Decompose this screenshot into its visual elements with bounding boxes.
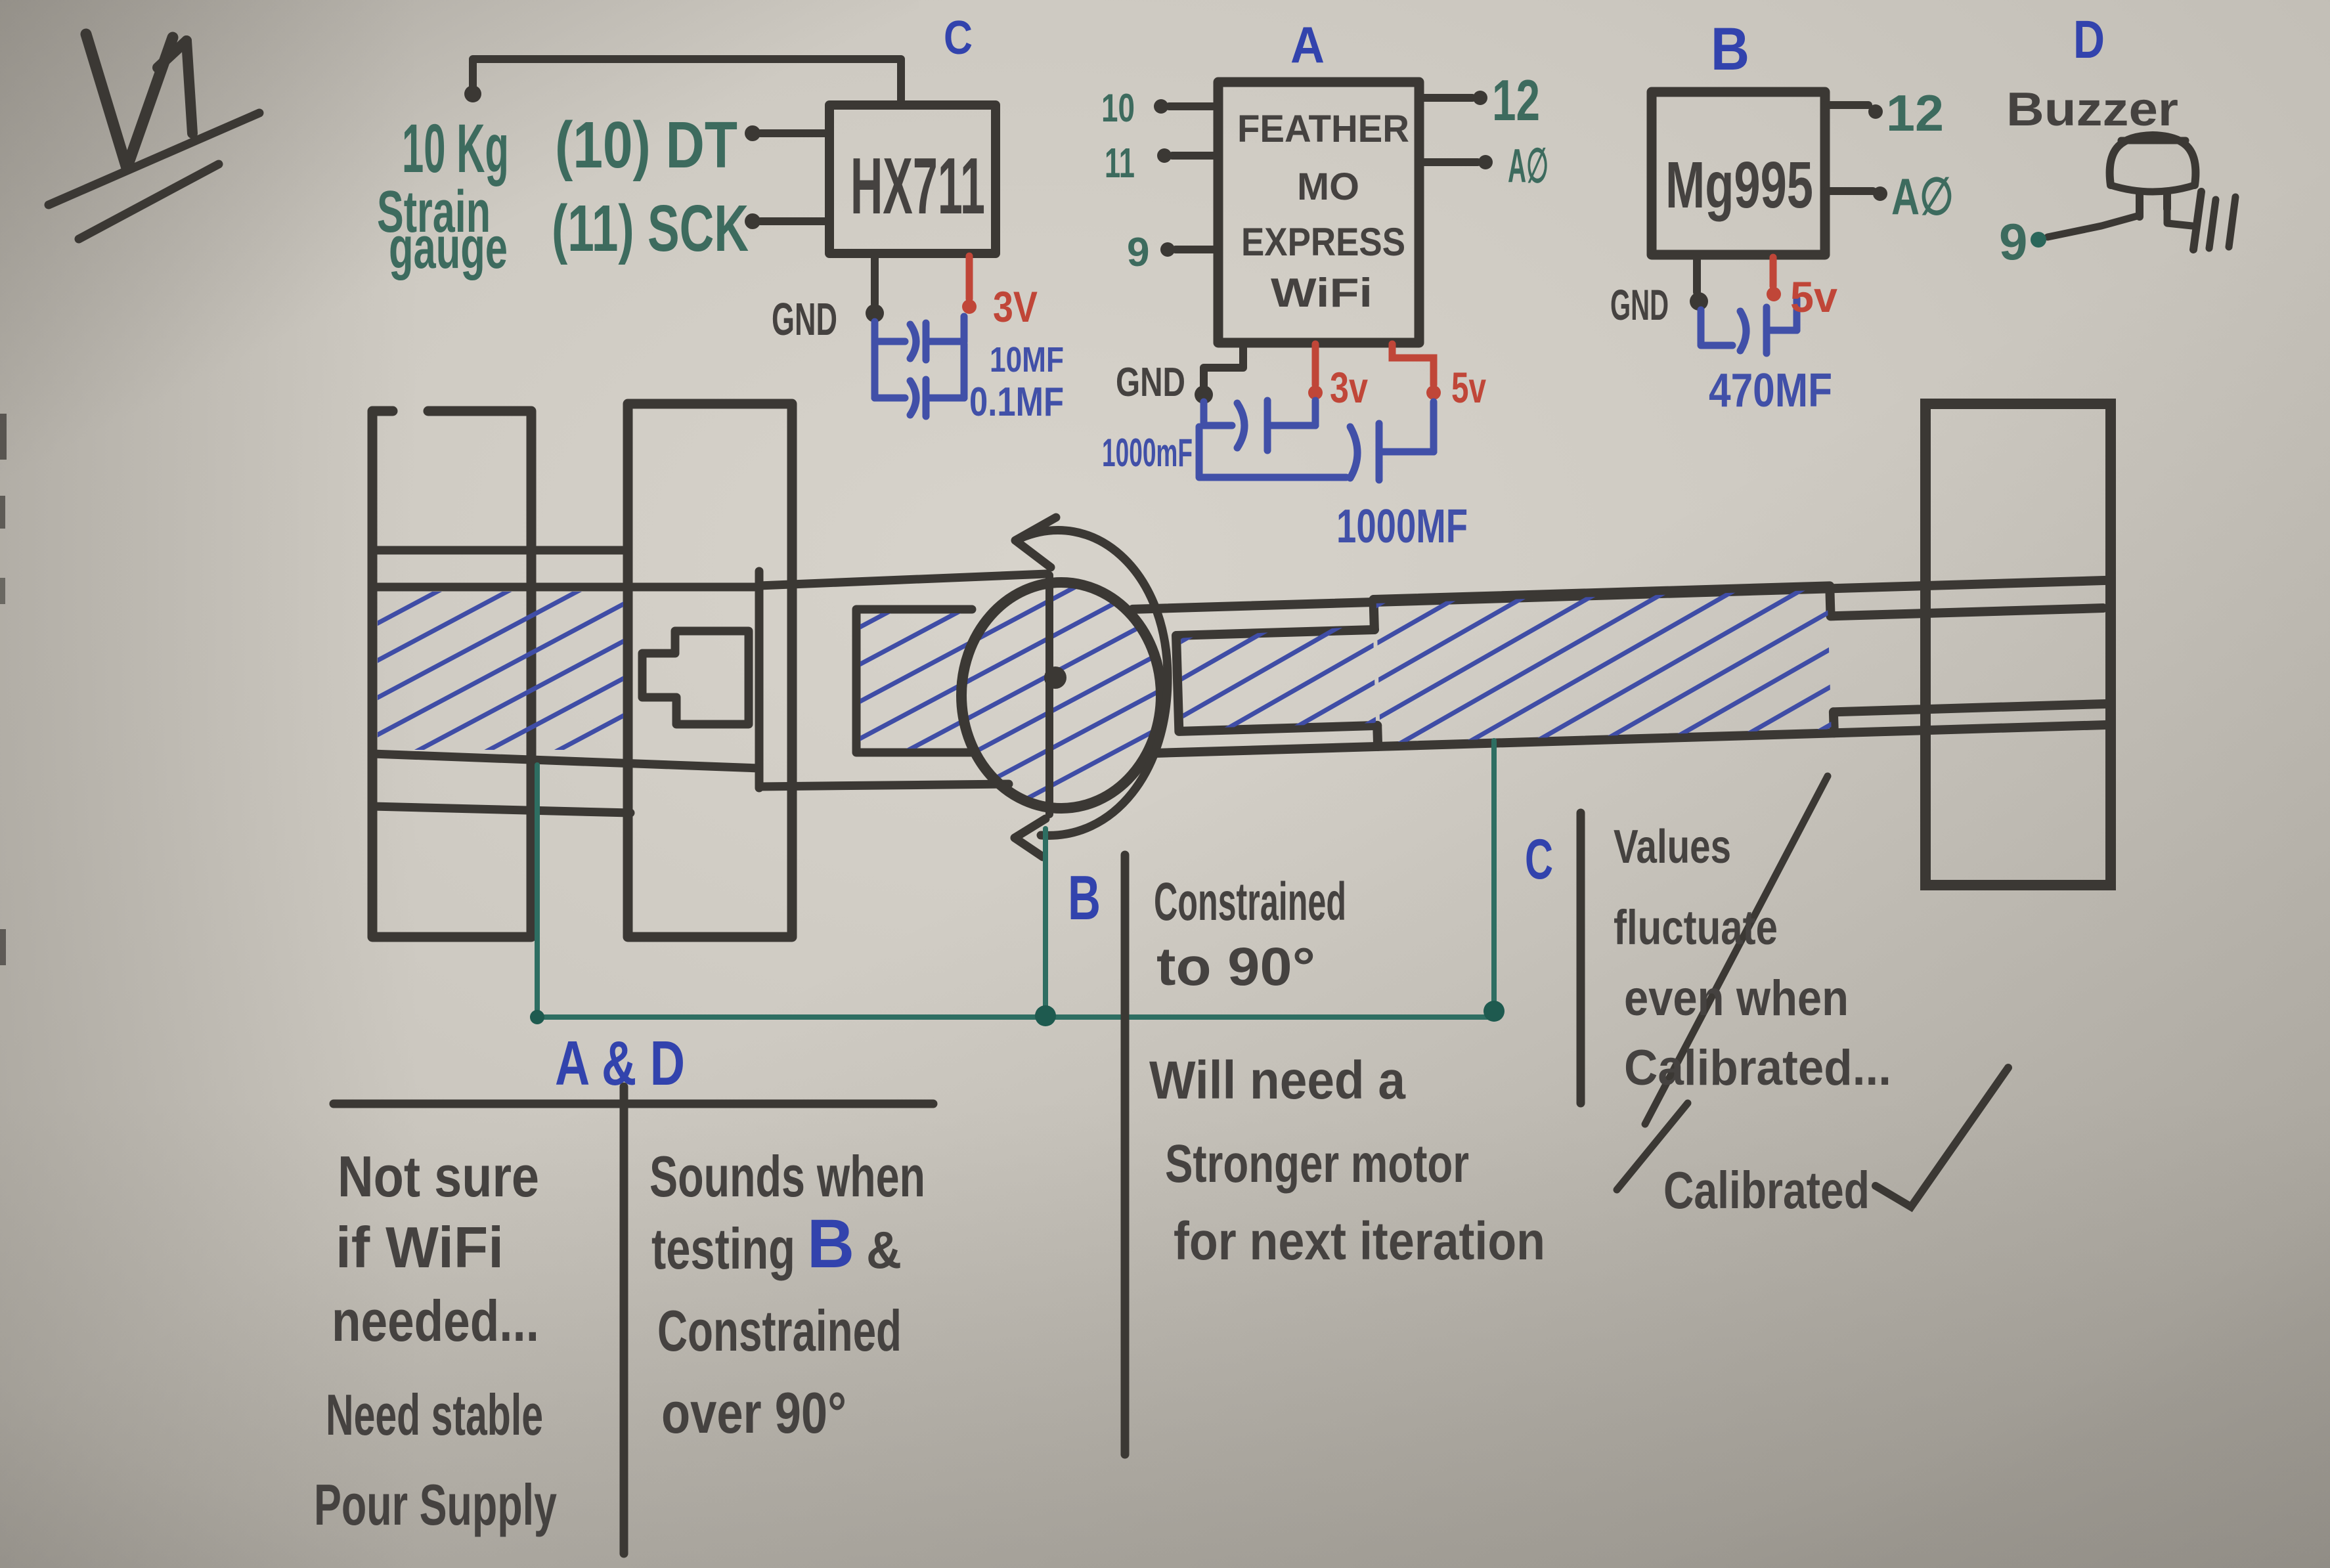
svg-text:Buzzer: Buzzer xyxy=(2006,83,2178,136)
svg-text:A∅: A∅ xyxy=(1891,167,1954,225)
svg-text:needed...: needed... xyxy=(332,1288,539,1353)
svg-text:Strain: Strain xyxy=(377,179,491,245)
svg-text:3v: 3v xyxy=(1330,363,1368,412)
svg-text:10: 10 xyxy=(1101,86,1135,130)
svg-text:9: 9 xyxy=(1127,230,1149,275)
svg-text:A: A xyxy=(1290,16,1325,74)
svg-text:10 Kg: 10 Kg xyxy=(402,110,509,187)
svg-text:Mg995: Mg995 xyxy=(1665,148,1813,222)
svg-text:Pour Supply: Pour Supply xyxy=(314,1472,557,1537)
svg-text:(11) SCK: (11) SCK xyxy=(552,192,749,265)
svg-text:even when: even when xyxy=(1624,970,1849,1026)
svg-text:MO: MO xyxy=(1297,165,1359,208)
svg-text:3V: 3V xyxy=(993,282,1038,331)
svg-text:testing: testing xyxy=(651,1216,795,1281)
svg-text:GND: GND xyxy=(1116,360,1185,405)
svg-text:Will need a: Will need a xyxy=(1149,1051,1406,1110)
svg-text:WiFi: WiFi xyxy=(1271,271,1373,316)
svg-text:Not sure: Not sure xyxy=(338,1144,539,1209)
svg-text:C: C xyxy=(944,12,973,64)
svg-text:to 90°: to 90° xyxy=(1156,937,1315,997)
svg-text:5v: 5v xyxy=(1451,363,1486,412)
svg-text:Calibrated: Calibrated xyxy=(1663,1161,1870,1219)
svg-text:for next iteration: for next iteration xyxy=(1174,1211,1545,1271)
svg-text:B: B xyxy=(1711,16,1749,83)
svg-text:D: D xyxy=(2073,10,2105,70)
svg-text:(10) DT: (10) DT xyxy=(555,108,737,182)
svg-text:9: 9 xyxy=(1999,213,2027,271)
svg-text:GND: GND xyxy=(1610,280,1669,329)
svg-text:HX711: HX711 xyxy=(850,141,985,230)
svg-text:B: B xyxy=(1068,863,1101,933)
svg-text:if WiFi: if WiFi xyxy=(336,1215,504,1280)
svg-text:10MF: 10MF xyxy=(990,340,1064,380)
svg-text:12: 12 xyxy=(1886,84,1944,142)
svg-text:C: C xyxy=(1525,828,1553,891)
svg-text:Constrained: Constrained xyxy=(657,1298,902,1363)
svg-text:470MF: 470MF xyxy=(1709,364,1832,417)
svg-text:FEATHER: FEATHER xyxy=(1237,108,1409,150)
svg-text:1000MF: 1000MF xyxy=(1336,500,1468,553)
svg-text:0.1MF: 0.1MF xyxy=(969,380,1064,425)
svg-text:over 90°: over 90° xyxy=(661,1380,846,1445)
svg-text:A & D: A & D xyxy=(555,1028,685,1099)
svg-text:Calibrated...: Calibrated... xyxy=(1624,1040,1891,1096)
svg-text:12: 12 xyxy=(1492,68,1540,133)
svg-text:Need stable: Need stable xyxy=(326,1382,543,1447)
svg-text:gauge: gauge xyxy=(389,215,508,281)
svg-text:1000mF: 1000mF xyxy=(1102,431,1193,475)
svg-text:A∅: A∅ xyxy=(1508,140,1549,192)
svg-text:GND: GND xyxy=(772,294,837,345)
svg-text:Values: Values xyxy=(1614,821,1731,873)
svg-text:EXPRESS: EXPRESS xyxy=(1241,220,1405,264)
svg-text:Constrained: Constrained xyxy=(1154,872,1346,932)
svg-text:11: 11 xyxy=(1105,139,1135,186)
svg-text:&: & xyxy=(866,1221,902,1279)
svg-text:5v: 5v xyxy=(1790,272,1837,321)
svg-text:Sounds when: Sounds when xyxy=(649,1144,925,1209)
svg-text:B: B xyxy=(807,1206,854,1282)
svg-text:fluctuate: fluctuate xyxy=(1614,900,1778,955)
svg-text:Stronger motor: Stronger motor xyxy=(1165,1134,1469,1194)
